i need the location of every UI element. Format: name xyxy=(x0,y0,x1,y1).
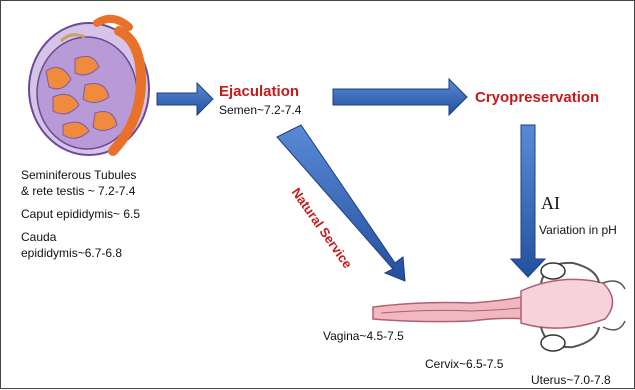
arrow-cryopreservation-to-uterus xyxy=(511,125,545,277)
label-rete-testis-ph: & rete testis ~ 7.2-7.4 xyxy=(21,183,135,199)
vagina-ph-label: Vagina~4.5-7.5 xyxy=(323,329,404,343)
label-cauda: Cauda xyxy=(21,229,56,245)
uterus-ph-label: Uterus~7.0-7.8 xyxy=(531,373,611,387)
arrow-ejaculation-to-cryopreservation xyxy=(333,79,467,115)
ai-label: AI xyxy=(541,193,560,214)
semen-ph-label: Semen~7.2-7.4 xyxy=(219,103,301,117)
ejaculation-title: Ejaculation xyxy=(219,83,299,100)
cervix-ph-label: Cervix~6.5-7.5 xyxy=(425,357,503,371)
label-caput-epididymis-ph: Caput epididymis~ 6.5 xyxy=(21,206,140,222)
label-seminiferous-tubules: Seminiferous Tubules xyxy=(21,167,136,183)
variation-in-ph-label: Variation in pH xyxy=(539,223,617,237)
female-tract-illustration xyxy=(373,263,625,351)
label-cauda-epididymis-ph: epididymis~6.7-6.8 xyxy=(21,245,122,261)
arrow-testis-to-ejaculation xyxy=(157,83,213,115)
testis-illustration xyxy=(29,19,149,155)
cryopreservation-title: Cryopreservation xyxy=(475,89,599,106)
